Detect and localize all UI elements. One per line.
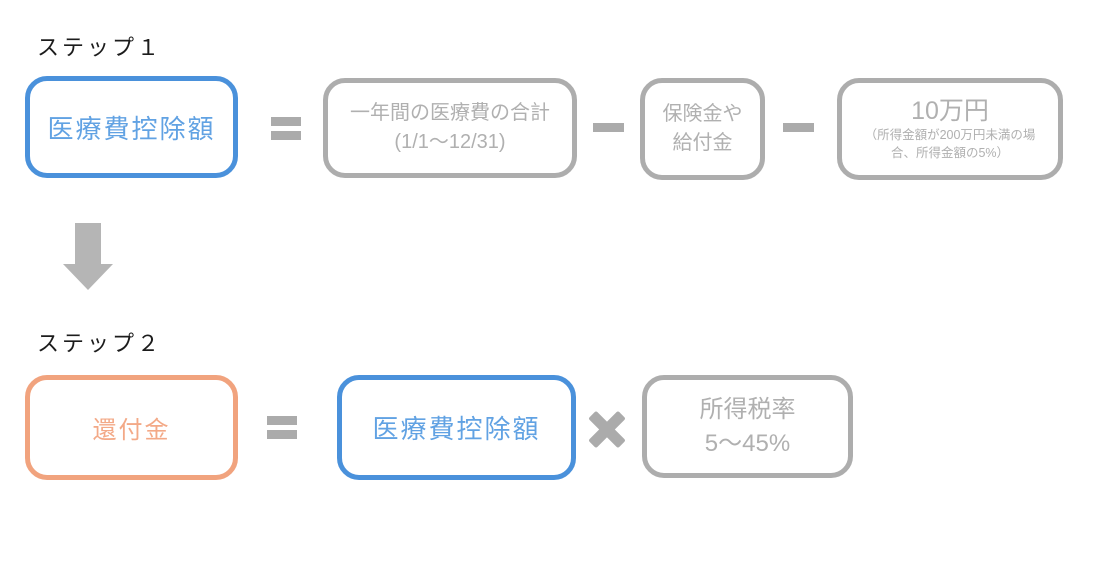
total-expenses-line2: (1/1〜12/31): [394, 131, 506, 153]
threshold-note-line2: 合、所得金額の5%）: [890, 145, 1010, 160]
step2-label: ステップ２: [37, 331, 163, 356]
total-expenses-line1: 一年間の医療費の合計: [350, 102, 550, 124]
tax-rate-line2: 5〜45%: [704, 429, 791, 457]
refund-label: 還付金: [92, 417, 171, 444]
step1-deduction-box: 医療費控除額: [25, 76, 238, 178]
down-arrow-shaft: [75, 223, 101, 264]
step1-insurance-benefits-box: 保険金や 給付金: [640, 78, 765, 180]
threshold-amount: 10万円: [911, 96, 989, 125]
step1-deduction-label: 医療費控除額: [47, 113, 216, 144]
minus-icon: [593, 123, 624, 132]
step1-label: ステップ１: [37, 35, 163, 60]
step2-refund-box: 還付金: [25, 375, 238, 480]
equals-icon: [271, 117, 301, 140]
down-arrow-head: [63, 264, 113, 290]
step1-threshold-amount-box: 10万円 （所得金額が200万円未満の場 合、所得金額の5%）: [837, 78, 1063, 180]
tax-rate-line1: 所得税率: [699, 395, 796, 423]
insurance-line2: 給付金: [672, 132, 733, 154]
equals-icon: [267, 416, 297, 439]
insurance-line1: 保険金や: [662, 103, 743, 125]
step2-deduction-label: 医療費控除額: [372, 414, 541, 444]
multiply-icon: [590, 412, 624, 446]
down-arrow-icon: [63, 223, 113, 290]
step1-total-medical-expenses-box: 一年間の医療費の合計 (1/1〜12/31): [323, 78, 577, 178]
minus-icon: [783, 123, 814, 132]
threshold-note-line1: （所得金額が200万円未満の場: [864, 128, 1036, 143]
step2-deduction-box: 医療費控除額: [337, 375, 576, 480]
step2-income-tax-rate-box: 所得税率 5〜45%: [642, 375, 853, 478]
